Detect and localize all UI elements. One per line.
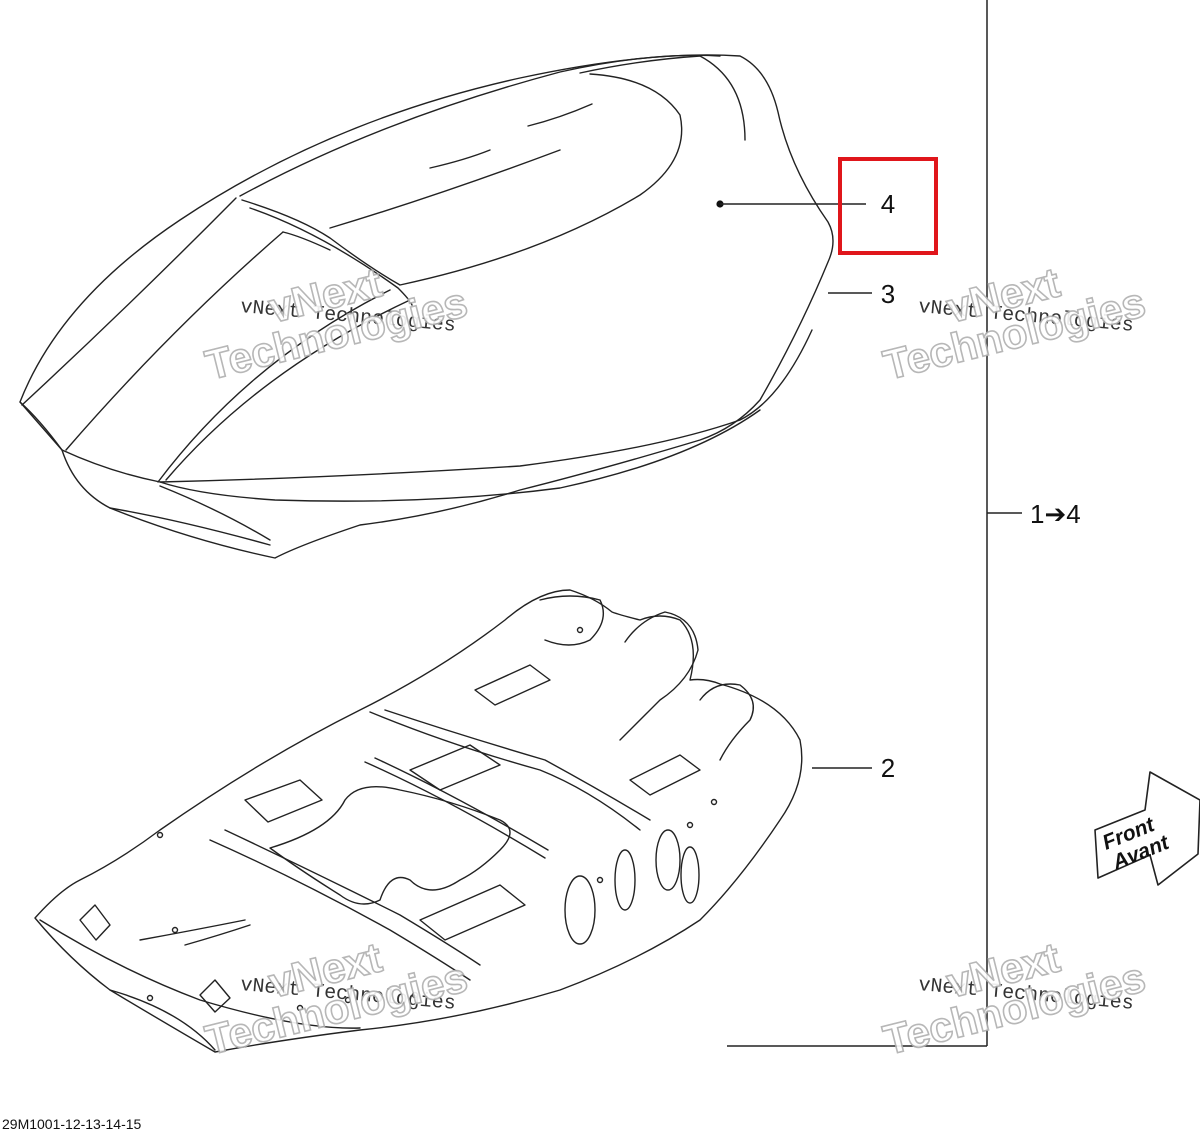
watermark-top-right: vNext Technologies vNext Technologies	[878, 258, 1151, 390]
callout-part4: 4	[881, 189, 895, 219]
callout-part3: 3	[881, 279, 895, 309]
group-bracket	[727, 0, 1022, 1047]
watermark-bottom-right: vNext Technologies vNext Technologies	[878, 933, 1151, 1065]
callout-group: 1➔4	[1030, 499, 1081, 529]
arrow-shape	[1094, 771, 1200, 886]
seat-base-illustration	[34, 589, 803, 1053]
highlight-box	[838, 157, 938, 255]
seat-cover-illustration	[19, 54, 834, 559]
front-direction-arrow: Front Avant	[1094, 771, 1200, 886]
watermark-top-left: vNext Technologies vNext Technologies	[200, 258, 473, 390]
leader-lines	[716, 200, 872, 769]
watermark-bottom-left: vNext Technologies vNext Technologies	[200, 933, 473, 1065]
callout-part2: 2	[881, 753, 895, 783]
drawing-code: 29M1001-12-13-14-15	[2, 1116, 142, 1132]
